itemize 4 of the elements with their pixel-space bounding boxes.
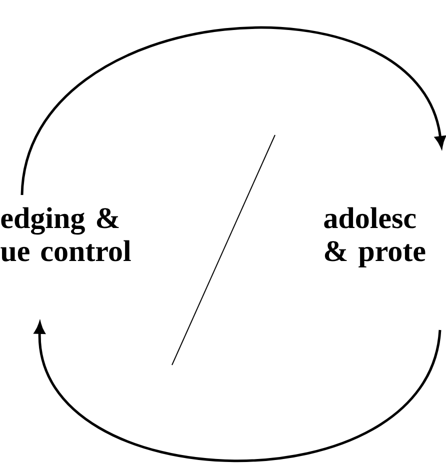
curved-arrow	[34, 322, 442, 462]
curved-arrow	[20, 26, 446, 196]
cycle-label: edging & ue control	[0, 207, 131, 262]
cycle-label: adolesc & prote	[324, 207, 426, 268]
